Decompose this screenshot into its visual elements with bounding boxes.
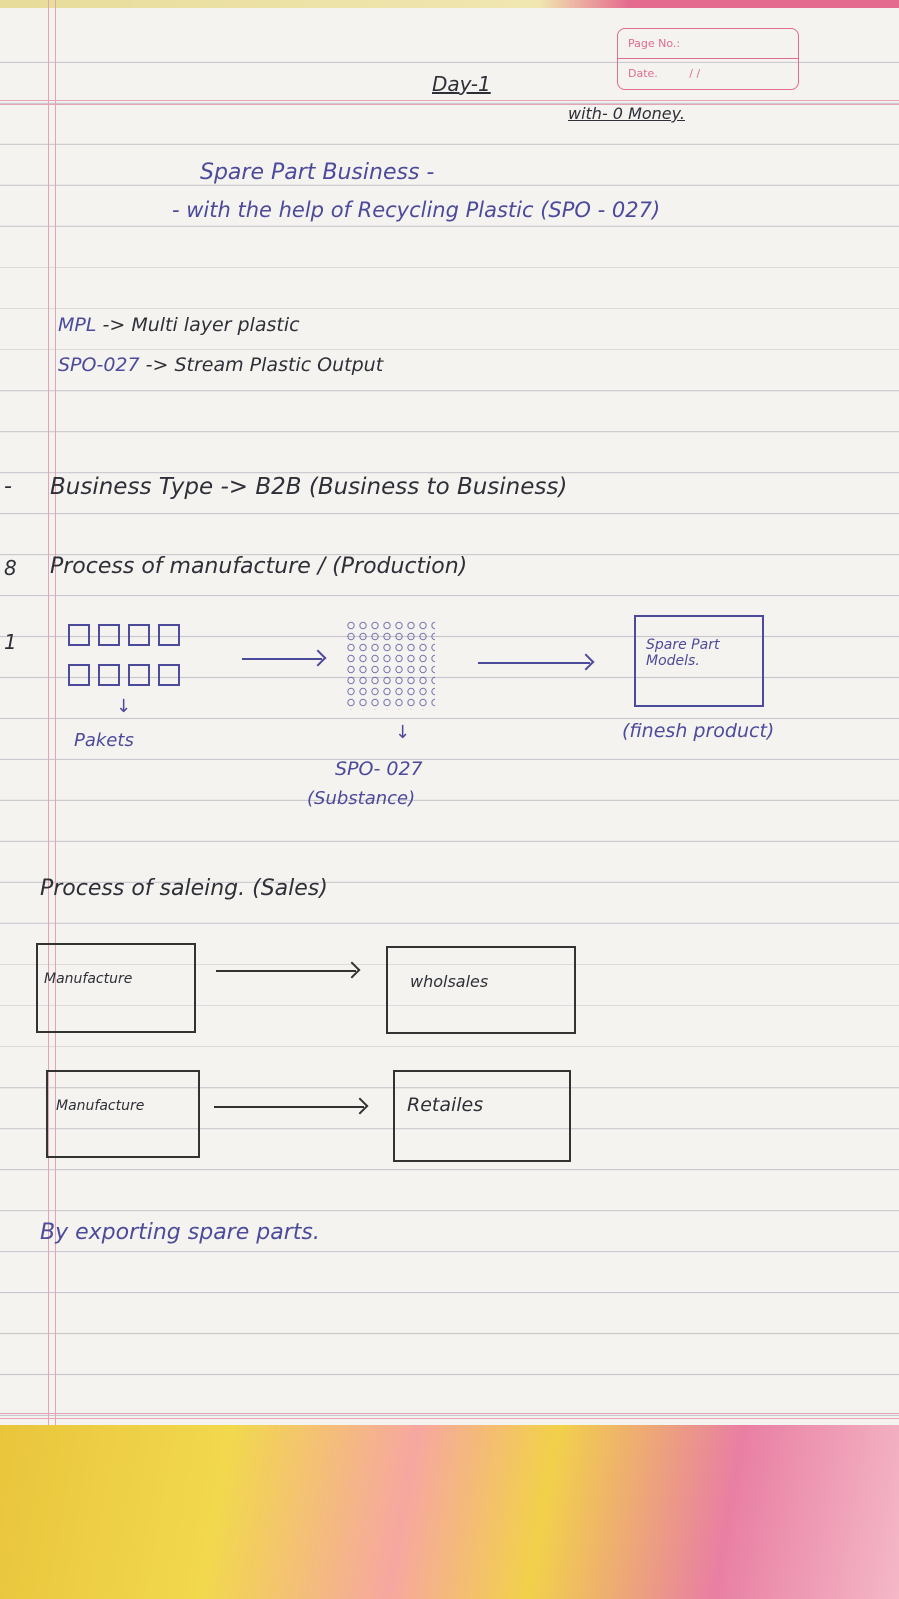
margin-line — [55, 0, 56, 1425]
footer-line — [0, 1418, 899, 1419]
footer-line — [0, 1413, 899, 1414]
notebook-page — [0, 0, 899, 1430]
header-line — [0, 100, 899, 101]
header-line — [0, 104, 899, 105]
substance-label: (Substance) — [307, 788, 416, 809]
process-heading: Process of manufacture / (Production) — [50, 554, 468, 579]
down-arrow-icon: ↓ — [395, 722, 411, 743]
sales-from-label: Manufacture — [44, 971, 133, 987]
date-label: Date. / / — [628, 67, 701, 80]
step-number: 1 — [4, 630, 17, 654]
page-date-box: Page No.: Date. / / — [617, 28, 799, 90]
arrow-icon — [216, 970, 356, 972]
sales-from-box: Manufacture — [36, 943, 196, 1033]
product-box: Spare Part Models. — [634, 615, 764, 707]
sales-to-label: Retailes — [407, 1094, 484, 1116]
day-heading: Day-1 — [432, 72, 491, 96]
closing-note: By exporting spare parts. — [40, 1220, 320, 1245]
packets-label: Pakets — [74, 730, 134, 751]
definition-mpl: MPL -> Multi layer plastic — [58, 314, 300, 336]
background-strip — [0, 0, 899, 8]
sales-heading: Process of saleing. (Sales) — [40, 876, 328, 901]
sales-to-box: Retailes — [393, 1070, 571, 1162]
sales-to-box: wholsales — [386, 946, 576, 1034]
substance-name: SPO- 027 — [335, 758, 423, 780]
down-arrow-icon: ↓ — [116, 696, 132, 717]
sales-from-box: Manufacture — [46, 1070, 200, 1158]
margin-line — [48, 0, 49, 1425]
arrow-icon — [214, 1106, 364, 1108]
sales-from-label: Manufacture — [56, 1098, 145, 1114]
packets-icon — [68, 624, 188, 690]
fabric-background — [0, 1425, 899, 1599]
arrow-icon — [478, 662, 590, 664]
title-line-1: Spare Part Business - — [200, 160, 435, 185]
title-line-2: - with the help of Recycling Plastic (SP… — [172, 198, 661, 222]
product-label: (finesh product) — [622, 720, 775, 742]
subtitle: with- 0 Money. — [568, 104, 685, 123]
business-type: Business Type -> B2B (Business to Busine… — [50, 474, 568, 500]
sales-to-label: wholsales — [410, 972, 489, 991]
business-type-marker: - — [4, 474, 12, 499]
process-marker: 8 — [4, 556, 17, 580]
arrow-icon — [242, 658, 322, 660]
granules-icon — [345, 620, 435, 710]
page-no-label: Page No.: — [618, 29, 798, 59]
definition-spo: SPO-027 -> Stream Plastic Output — [58, 354, 384, 376]
product-box-label: Spare Part Models. — [646, 637, 720, 669]
